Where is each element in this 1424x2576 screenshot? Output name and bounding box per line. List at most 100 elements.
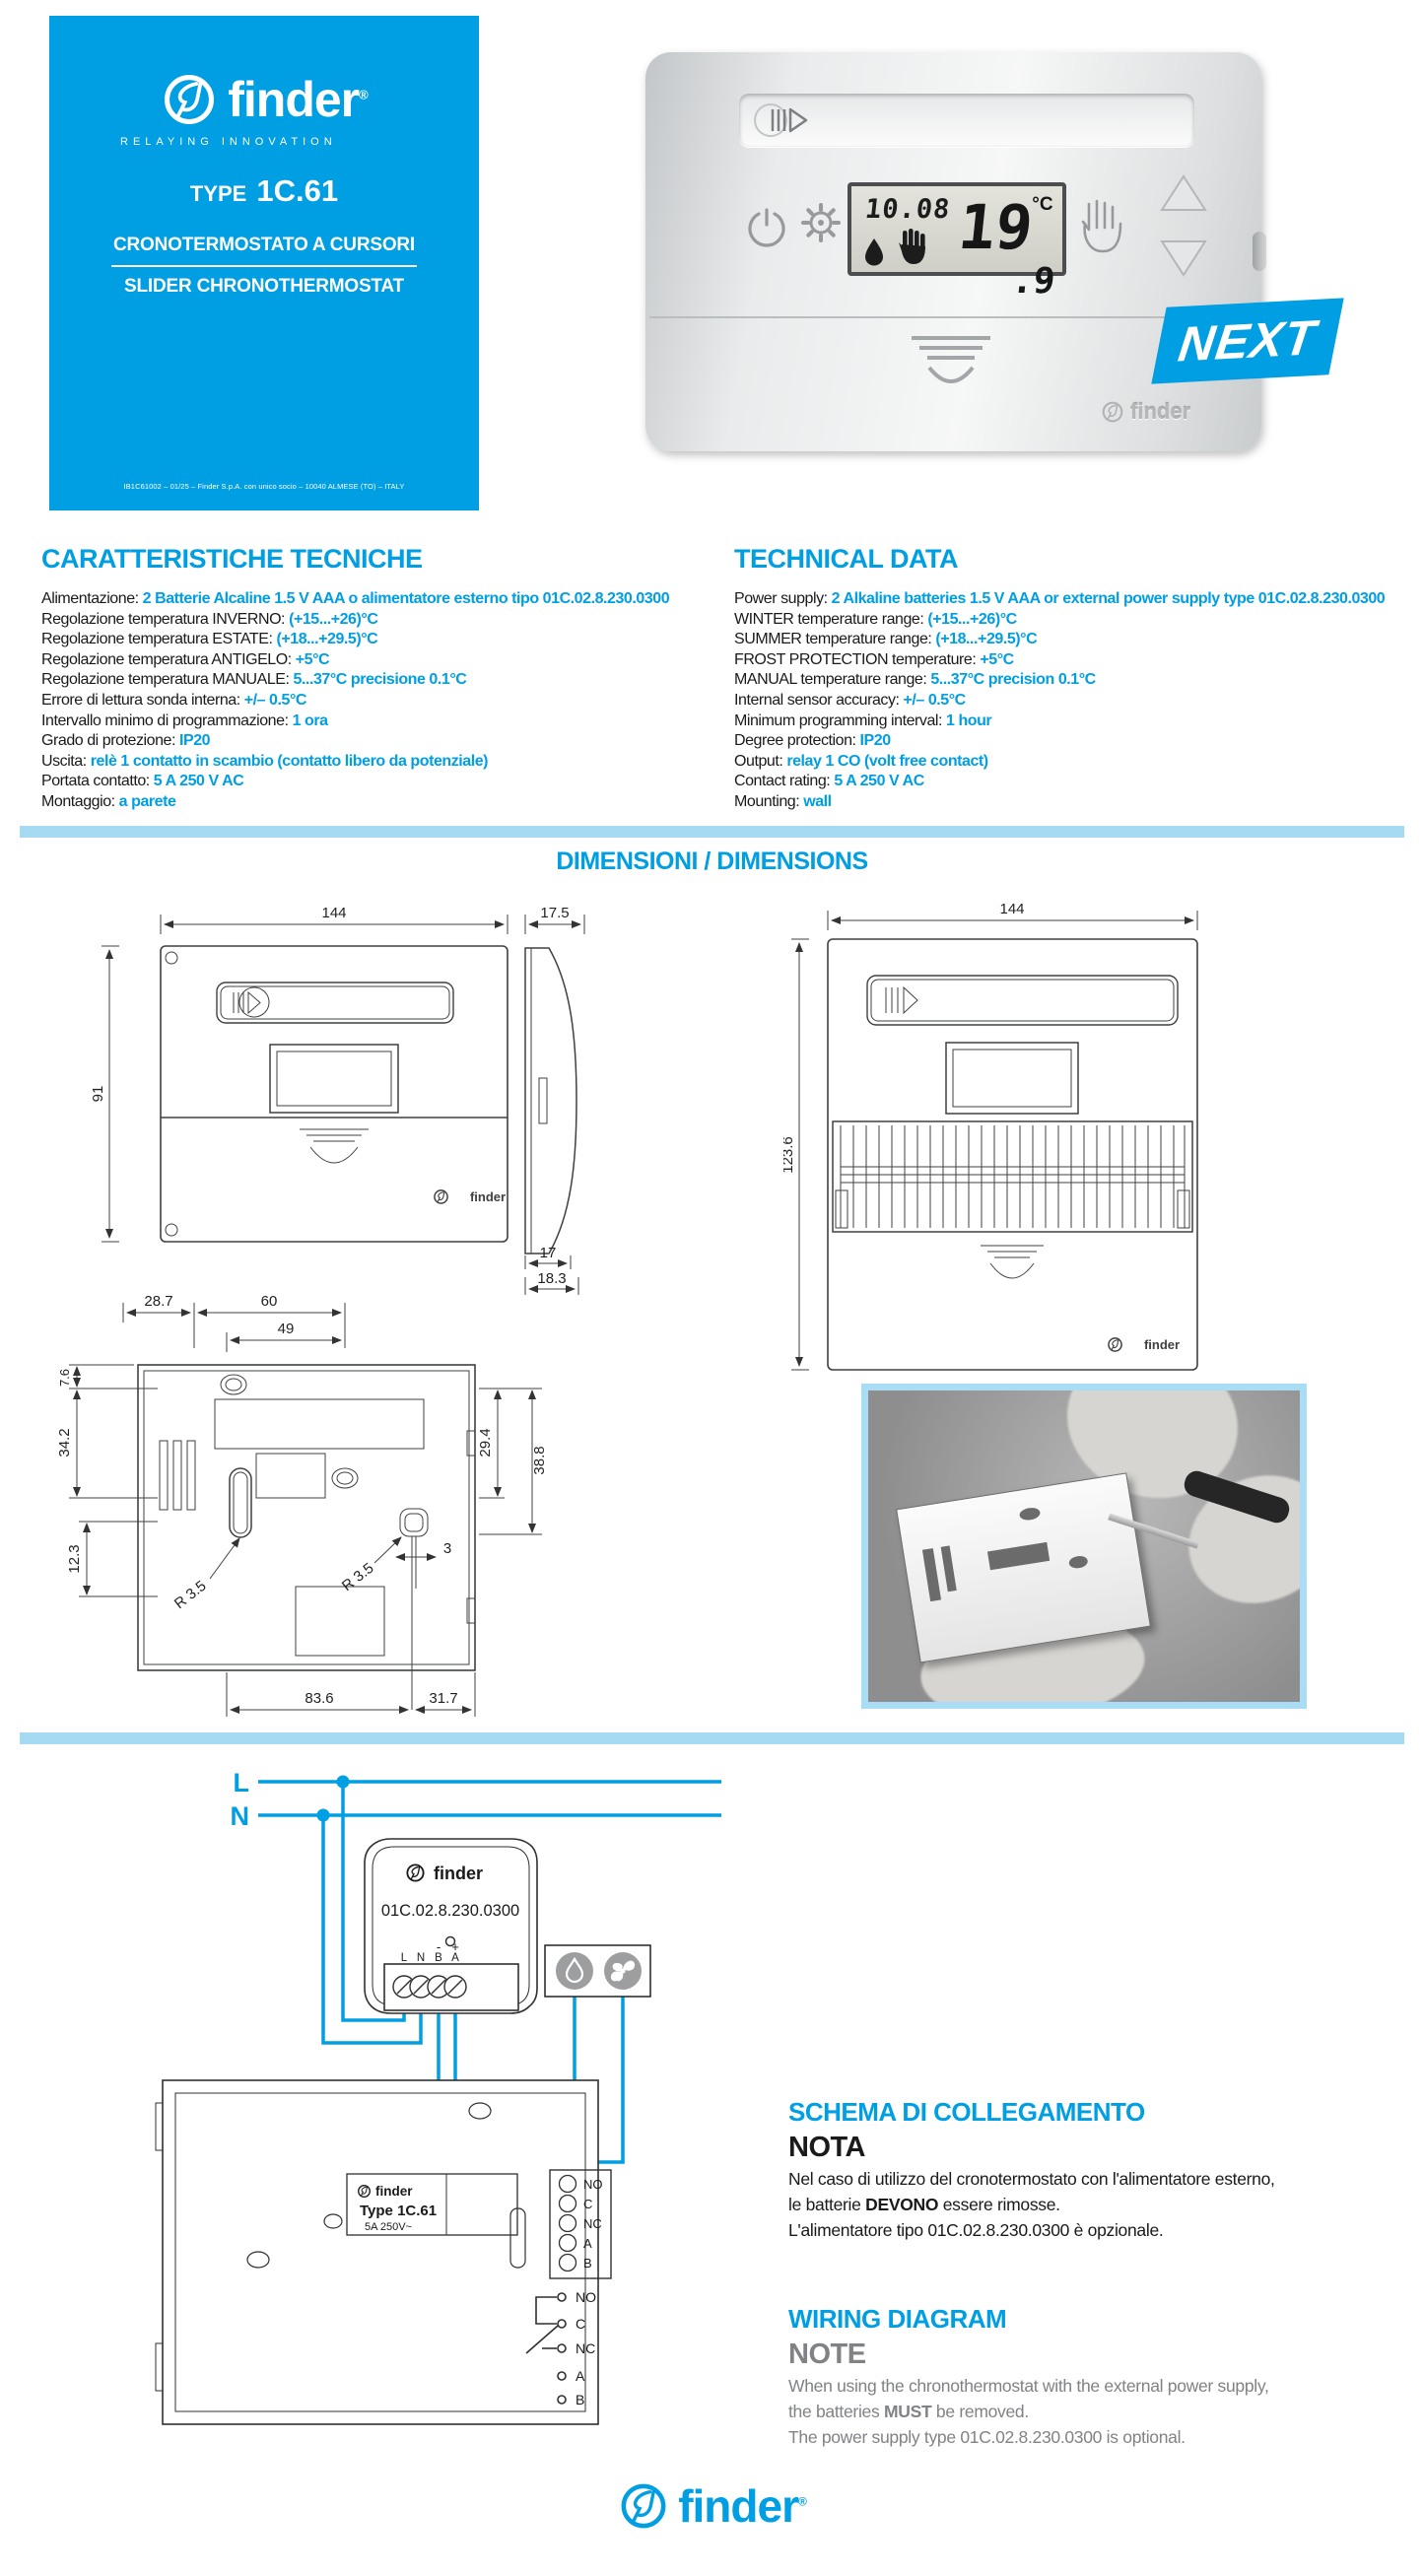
slider-slot	[739, 94, 1194, 147]
slider-arrow-icon	[753, 103, 808, 137]
section-heading-it: CARATTERISTICHE TECNICHE	[41, 544, 423, 574]
label-line-n: N	[231, 1801, 250, 1831]
thermostat-back-drawing	[155, 2079, 612, 2425]
block-terminal-no: NO	[583, 2177, 603, 2192]
technical-section-italian: CARATTERISTICHE TECNICHE Alimentazione: …	[41, 544, 731, 813]
schema-heading-it: SCHEMA DI COLLEGAMENTO	[788, 2097, 1145, 2127]
drawing-logo-text: finder	[470, 1189, 506, 1204]
next-badge: NEXT	[1151, 298, 1344, 384]
finder-logo-icon	[161, 71, 218, 128]
drawing-open-view: 144 123.6 finder	[783, 901, 1198, 1371]
spec-row: Errore di lettura sonda interna: +/– 0.5…	[41, 691, 306, 709]
power-icon	[748, 208, 785, 247]
dim-back-2: 60	[261, 1293, 278, 1310]
nota-title: NOTA	[788, 2132, 866, 2163]
spec-row: Regolazione temperatura ANTIGELO: +5°C	[41, 650, 330, 668]
spec-row: SUMMER temperature range: (+18...+29.5)°…	[734, 631, 1038, 648]
spec-row: FROST PROTECTION temperature: +5°C	[734, 650, 1014, 668]
spec-row: Output: relay 1 CO (volt free contact)	[734, 752, 988, 770]
drawing-logo-text: finder	[1144, 1337, 1180, 1352]
module-minus: -	[437, 1939, 441, 1954]
module-terminal-a: A	[451, 1952, 459, 1964]
load-icons-box	[544, 1944, 651, 1998]
wiring-notes: SCHEMA DI COLLEGAMENTO NOTA Nel caso di …	[788, 2097, 1380, 2450]
spec-row: MANUAL temperature range: 5...37°C preci…	[734, 671, 1096, 689]
spec-row: Internal sensor accuracy: +/– 0.5°C	[734, 691, 966, 709]
drawing-back-plate: 28.7 60 49 7.6 34.2 12.3 R 3.5 R 3.5 3 2…	[56, 1293, 548, 1717]
gear-icon	[801, 203, 841, 242]
title-english: SLIDER CHRONOTHERMOSTAT	[124, 276, 404, 297]
wiring-diagram: L N finder 01C.02.8.230.0300 - + L N B A	[155, 1768, 721, 2425]
product-titles: CRONOTERMOSTATO A CURSORI SLIDER CHRONOT…	[49, 235, 479, 298]
spec-row: Regolazione temperatura MANUALE: 5...37°…	[41, 671, 467, 689]
footer-logo: finder®	[0, 2479, 1424, 2533]
dim-back-10: 83.6	[305, 1690, 333, 1707]
dim-back-4: 7.6	[57, 1369, 72, 1387]
lcd-time: 10.08	[863, 194, 952, 225]
cover-split-line	[649, 316, 1257, 318]
lcd-temperature: 19°C .9	[954, 191, 1057, 302]
technical-section-english: TECHNICAL DATA Power supply: 2 Alkaline …	[734, 544, 1424, 813]
module-logo-text: finder	[434, 1864, 483, 1883]
dim-front-width: 144	[321, 905, 346, 921]
dim-open-height: 123.6	[783, 1136, 796, 1174]
down-arrow-button	[1160, 240, 1207, 277]
title-divider	[111, 265, 417, 267]
spec-row: Mounting: wall	[734, 792, 832, 810]
spec-row: Portata contatto: 5 A 250 V AC	[41, 773, 244, 790]
brand-tagline: RELAYING INNOVATION	[120, 136, 337, 148]
thermostat-device: 10.08	[645, 52, 1266, 451]
dim-back-8: 29.4	[477, 1428, 494, 1457]
relay-type: Type 1C.61	[360, 2203, 437, 2219]
module-plus: +	[451, 1939, 459, 1954]
spec-row: Regolazione temperatura INVERNO: (+15...…	[41, 610, 378, 628]
contact-no: NO	[576, 2289, 596, 2305]
product-photo: 10.08	[636, 34, 1344, 488]
contact-b: B	[576, 2392, 584, 2407]
contact-c: C	[576, 2316, 585, 2332]
dim-side-depth: 17.5	[540, 905, 569, 921]
title-italian: CRONOTERMOSTATO A CURSORI	[112, 235, 416, 255]
brand-logo-text: finder®	[228, 72, 368, 127]
dim-side-body: 17	[540, 1245, 557, 1261]
relay-logo-text: finder	[375, 2184, 413, 2199]
dim-front-height: 91	[90, 1086, 106, 1103]
spec-row: Uscita: relè 1 contatto in scambio (cont…	[41, 752, 489, 770]
dim-back-6: 12.3	[66, 1544, 83, 1573]
dim-back-11: 31.7	[429, 1690, 457, 1707]
module-terminal-n: N	[417, 1952, 425, 1964]
module-code: 01C.02.8.230.0300	[381, 1902, 519, 1920]
installation-photo	[861, 1384, 1307, 1709]
spec-row: Regolazione temperatura ESTATE: (+18...+…	[41, 631, 378, 648]
module-terminal-l: L	[401, 1952, 408, 1964]
section-heading-en: TECHNICAL DATA	[734, 544, 958, 574]
spec-row: WINTER temperature range: (+15...+26)°C	[734, 610, 1017, 628]
dim-side-total: 18.3	[537, 1270, 566, 1287]
note-title: NOTE	[788, 2339, 866, 2370]
dim-back-5: 34.2	[56, 1428, 73, 1457]
spec-row: Minimum programming interval: 1 hour	[734, 712, 992, 729]
drawing-front-view: 144 91 finder	[90, 905, 509, 1243]
drawing-side-view: 17.5 17 18.3	[524, 905, 585, 1295]
contact-a: A	[576, 2368, 585, 2384]
block-terminal-a: A	[583, 2236, 592, 2251]
fan-icon	[610, 1960, 636, 1982]
dimensions-heading: DIMENSIONI / DIMENSIONS	[556, 847, 868, 875]
spec-row: Montaggio: a parete	[41, 792, 176, 810]
spec-row: Degree protection: IP20	[734, 732, 891, 750]
dim-back-7: 3	[443, 1540, 451, 1557]
dim-back-1: 28.7	[144, 1293, 172, 1310]
relay-contact-schematic	[525, 2292, 567, 2405]
nota-body-it: Nel caso di utilizzo del cronotermostato…	[788, 2169, 1275, 2240]
embossed-logo: finder	[1101, 399, 1190, 425]
lcd-mode-icons	[863, 229, 930, 266]
lcd-display: 10.08	[848, 182, 1066, 302]
schema-heading-en: WIRING DIAGRAM	[788, 2304, 1007, 2334]
heating-drop-icon	[565, 1956, 584, 1984]
hand-icon-lcd	[899, 229, 925, 264]
contact-nc: NC	[576, 2340, 595, 2356]
dim-open-width: 144	[999, 901, 1024, 917]
spec-row: Grado di protezione: IP20	[41, 732, 211, 750]
